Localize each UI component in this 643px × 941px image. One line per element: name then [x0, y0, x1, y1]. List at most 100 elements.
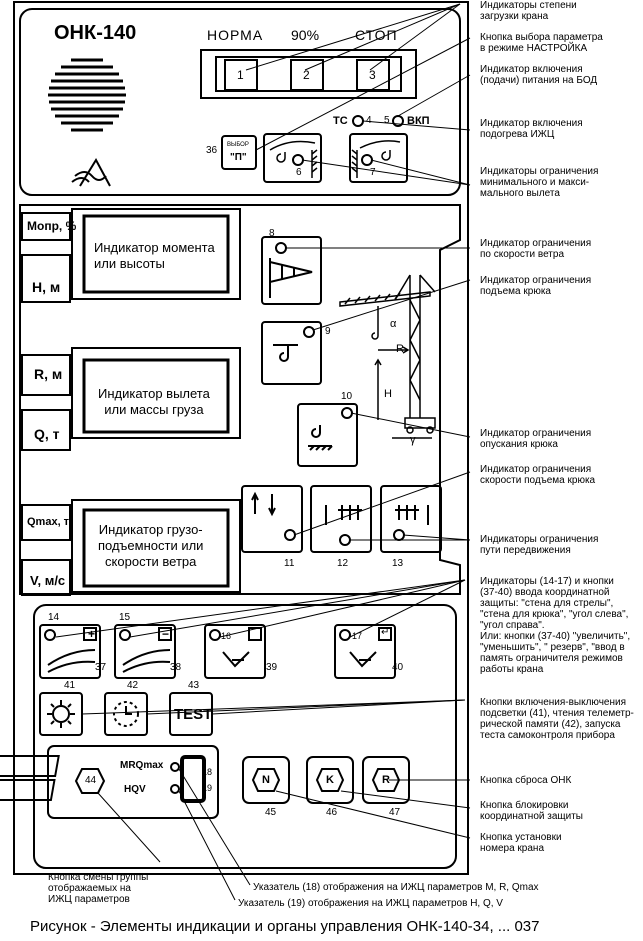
- num-12: 12: [337, 558, 349, 569]
- select-button[interactable]: [221, 135, 257, 170]
- select-button-label-bottom: "П": [230, 152, 247, 163]
- num-38: 38: [170, 662, 182, 673]
- crane-label-r: R: [396, 343, 404, 355]
- display-reach-mass: [21, 347, 241, 451]
- annotation-hook-raise: Индикатор ограничения подъема крюка: [480, 275, 592, 297]
- key-39[interactable]: [204, 624, 266, 679]
- annotation-reset-button: Кнопка сброса ОНК: [480, 775, 572, 786]
- travel-limit-right: [380, 485, 442, 553]
- max-reach-icon: [351, 140, 401, 178]
- annotation-keys-41-43: Кнопки включения-выключения подсветки (4…: [480, 697, 634, 741]
- num-44: 44: [85, 775, 97, 786]
- display3-tab-top: Qmax, т: [27, 516, 70, 528]
- annotation-crane-number-button: Кнопка установки номера крана: [480, 832, 562, 854]
- clock-icon: [113, 701, 139, 727]
- num-5: 5: [384, 115, 390, 126]
- num-18: 18: [202, 767, 213, 777]
- annotation-hook-speed: Индикатор ограничения скорости подъема к…: [480, 464, 596, 486]
- leader-lines: [55, 3, 471, 901]
- display2-tab-top: R, м: [34, 366, 63, 382]
- annotation-hook-lower: Индикатор ограничения опускания крюка: [480, 428, 592, 450]
- annotation-pointer-19: Указатель (19) отображения на ИЖЦ параме…: [238, 898, 503, 909]
- num-4: 4: [366, 115, 372, 126]
- num-43: 43: [188, 680, 200, 691]
- display2-text: Индикатор вылета или массы груза: [98, 386, 210, 417]
- sun-icon: [52, 705, 70, 723]
- min-reach-indicator: [263, 133, 322, 183]
- hook-raise-indicator: [261, 321, 322, 385]
- middle-section: [19, 204, 461, 595]
- load-indicator-3: [356, 59, 390, 91]
- hqv-label: HQV: [124, 784, 146, 795]
- panel-outline: [13, 1, 469, 875]
- load-label-norm: НОРМА: [207, 27, 264, 43]
- num-15: 15: [119, 612, 131, 623]
- annotation-select-button: Кнопка выбора параметра в режиме НАСТРОЙ…: [480, 32, 603, 54]
- key-46[interactable]: [306, 756, 354, 804]
- load-indicator-2: [290, 59, 324, 91]
- figure-caption: Рисунок - Элементы индикации и органы уп…: [30, 918, 540, 935]
- key-n-letter: N: [262, 774, 270, 786]
- crane-label-h: H: [384, 388, 392, 400]
- tc-label: ТС: [333, 115, 348, 127]
- num-45: 45: [265, 807, 277, 818]
- min-reach-icon: [269, 140, 318, 178]
- num-42: 42: [127, 680, 139, 691]
- num-47: 47: [389, 807, 401, 818]
- num-9: 9: [325, 326, 331, 337]
- annotation-group-button: Кнопка смены группы отображаемых на ИЖЦ …: [48, 872, 149, 905]
- annotation-reach-indicators: Индикаторы ограничения минимального и ма…: [480, 166, 599, 199]
- num-36: 36: [206, 145, 218, 156]
- key-45[interactable]: [242, 756, 290, 804]
- display3-text: Индикатор грузо- подъемности или скорост…: [98, 522, 204, 569]
- key-38-sign: −: [162, 627, 170, 641]
- num-37: 37: [95, 662, 107, 673]
- num-13: 13: [392, 558, 404, 569]
- annotation-lock-button: Кнопка блокировки координатной защиты: [480, 800, 583, 822]
- travel-limit-left: [310, 485, 372, 553]
- lower-section: [33, 604, 457, 869]
- crane-label-gamma: γ: [410, 434, 416, 446]
- num-8: 8: [269, 228, 275, 239]
- max-reach-indicator: [349, 133, 408, 183]
- num-41: 41: [64, 680, 76, 691]
- display1-tab-top: Мопр, %: [27, 219, 77, 233]
- display3-tab-bottom: V, м/с: [30, 573, 66, 588]
- vkp-label: ВКП: [407, 115, 430, 127]
- num-11: 11: [284, 558, 295, 569]
- key-40-sign: ↵: [381, 627, 390, 638]
- display1-tab-bottom: Н, м: [32, 279, 61, 295]
- key-40[interactable]: [334, 624, 396, 679]
- key-k-letter: K: [326, 774, 334, 786]
- key-37-sign: +: [88, 627, 96, 641]
- model-name: ОНК-140: [54, 22, 137, 44]
- load-num-3: 3: [369, 68, 376, 82]
- test-button-label: TEST: [174, 706, 213, 723]
- load-num-1: 1: [237, 68, 244, 82]
- crane-label-alpha: α: [390, 318, 397, 330]
- num-19: 19: [202, 783, 213, 793]
- key-37[interactable]: [39, 624, 101, 679]
- num-46: 46: [326, 807, 338, 818]
- num-16: 16: [221, 631, 232, 641]
- annotation-pointer-18: Указатель (18) отображения на ИЖЦ параме…: [253, 882, 539, 893]
- num-14: 14: [48, 612, 60, 623]
- parameter-group-block: [47, 745, 219, 819]
- key-41[interactable]: [39, 692, 83, 736]
- num-7: 7: [370, 167, 376, 178]
- annotation-load-indicators: Индикаторы степени загрузки крана: [480, 0, 577, 22]
- speaker-grille: [48, 58, 126, 132]
- annotation-coordinate-protection: Индикаторы (14-17) и кнопки (37-40) ввод…: [480, 576, 631, 675]
- display2-tab-bottom: Q, т: [34, 426, 60, 442]
- load-num-2: 2: [303, 68, 310, 82]
- num-10: 10: [341, 391, 353, 402]
- load-indicator-1: [224, 59, 258, 91]
- num-40: 40: [392, 662, 404, 673]
- annotation-power-indicator: Индикатор включения (подачи) питания на …: [480, 64, 598, 86]
- tc-led: [352, 115, 364, 127]
- key-r-letter: R: [382, 774, 390, 786]
- load-label-stop: СТОП: [355, 27, 398, 43]
- load-label-90: 90%: [291, 27, 320, 43]
- hook-speed-indicator: [241, 485, 303, 553]
